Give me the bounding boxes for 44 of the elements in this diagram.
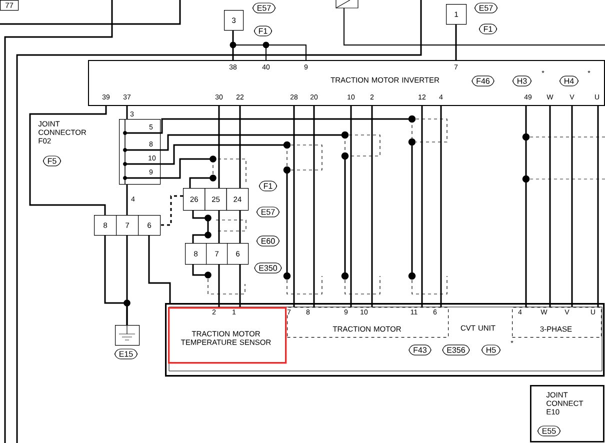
wire	[549, 106, 551, 307]
wire	[313, 106, 315, 307]
wire	[571, 106, 573, 307]
wire	[192, 210, 209, 243]
wire	[371, 106, 373, 307]
wire	[239, 210, 241, 243]
wire	[126, 184, 128, 215]
connector-label: F1	[254, 26, 272, 36]
wire	[293, 106, 295, 307]
wire	[440, 106, 442, 307]
wire	[232, 30, 234, 60]
wire	[239, 106, 241, 188]
connector-label: E350	[254, 262, 282, 274]
ground-symbol	[115, 324, 140, 346]
connector-label: F1	[259, 180, 277, 192]
wire	[160, 195, 183, 226]
connector-label: F46	[472, 76, 494, 86]
connector-label: H3	[512, 76, 532, 86]
wire	[597, 106, 599, 307]
connector-label: E356	[442, 344, 470, 356]
connector-label: H4	[560, 76, 578, 86]
connector-label: E55	[538, 426, 560, 436]
connector-label: F1	[479, 24, 497, 34]
wire	[218, 210, 220, 243]
wire	[218, 106, 220, 188]
wire	[148, 235, 171, 303]
wire	[239, 264, 241, 307]
wire	[29, 106, 107, 215]
joint-connector	[119, 119, 161, 185]
connector-label: E60	[256, 236, 280, 246]
wire	[126, 106, 128, 119]
wire	[525, 106, 527, 307]
wire	[104, 235, 128, 325]
connector-label: E57	[252, 2, 276, 14]
connector-label: F43	[408, 344, 432, 356]
wire	[421, 106, 423, 307]
wire	[218, 264, 220, 307]
wire	[455, 24, 457, 60]
connector-label: E57	[474, 2, 498, 14]
wire	[350, 106, 352, 307]
connector-label: F5	[43, 156, 61, 166]
connector-label: E57	[256, 206, 280, 218]
connector-label: H5	[482, 344, 500, 356]
connector-label: E15	[114, 348, 138, 360]
